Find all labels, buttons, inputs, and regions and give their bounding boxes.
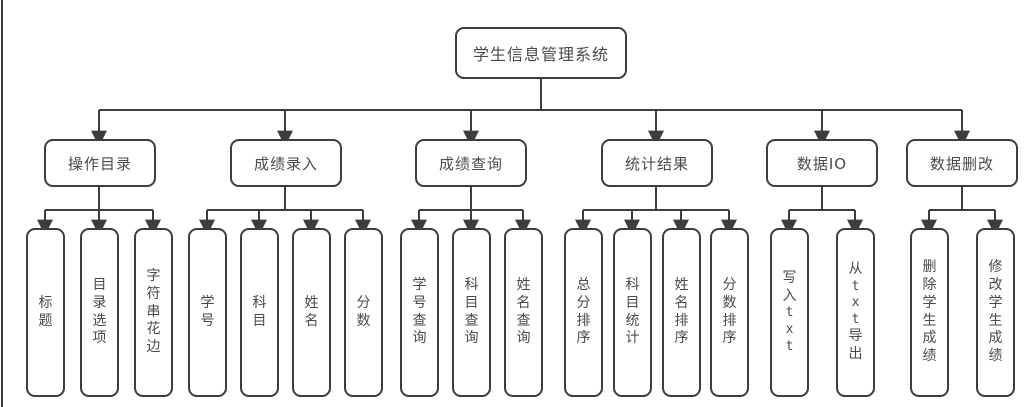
node-leaf-menu-options[interactable]: 目录选项: [80, 228, 119, 397]
vertical-text: 标题: [38, 294, 53, 329]
vertical-text: 科目: [252, 294, 267, 329]
node-leaf-subject[interactable]: 科目: [240, 228, 279, 397]
vertical-text: 姓名排序: [674, 276, 689, 347]
vertical-text: 科目查询: [464, 276, 479, 347]
vertical-text: 删除学生成绩: [922, 258, 937, 365]
node-branch-data-edit[interactable]: 数据删改: [906, 139, 1018, 187]
vertical-text: 姓名查询: [516, 276, 531, 347]
node-branch-score-entry[interactable]: 成绩录入: [230, 139, 342, 187]
vertical-text: 科目统计: [625, 276, 640, 347]
node-branch-label: 操作目录: [67, 154, 132, 173]
node-leaf-delete-score[interactable]: 删除学生成绩: [910, 228, 949, 397]
node-leaf-title[interactable]: 标题: [26, 228, 65, 397]
node-branch-label: 成绩录入: [253, 154, 318, 173]
node-leaf-name-sort[interactable]: 姓名排序: [662, 228, 701, 397]
vertical-text: 分数: [356, 294, 371, 329]
node-leaf-modify-score[interactable]: 修改学生成绩: [976, 228, 1015, 397]
node-leaf-total-sort[interactable]: 总分排序: [564, 228, 603, 397]
node-root[interactable]: 学生信息管理系统: [455, 27, 627, 79]
node-leaf-score-sort[interactable]: 分数排序: [710, 228, 749, 397]
node-branch-score-query[interactable]: 成绩查询: [415, 139, 527, 187]
vertical-text: 姓名: [304, 294, 319, 329]
node-leaf-string-decoration[interactable]: 字符串花边: [134, 228, 173, 397]
node-branch-label: 数据删改: [929, 154, 994, 173]
vertical-text: 学号: [200, 294, 215, 329]
vertical-text: 目录选项: [92, 276, 107, 347]
node-branch-label: 数据IO: [796, 154, 848, 173]
vertical-text: 总分排序: [576, 276, 591, 347]
vertical-text: 分数排序: [722, 276, 737, 347]
vertical-text: 修改学生成绩: [988, 258, 1003, 365]
vertical-text: 学号查询: [412, 276, 427, 347]
node-leaf-student-id[interactable]: 学号: [188, 228, 227, 397]
node-branch-operation-menu[interactable]: 操作目录: [44, 139, 156, 187]
node-leaf-query-by-subject[interactable]: 科目查询: [452, 228, 491, 397]
page-edge-artifact: [1, 0, 3, 407]
node-leaf-name[interactable]: 姓名: [292, 228, 331, 397]
node-branch-data-io[interactable]: 数据IO: [766, 139, 878, 187]
node-branch-statistics[interactable]: 统计结果: [601, 139, 713, 187]
node-leaf-query-by-id[interactable]: 学号查询: [400, 228, 439, 397]
vertical-text: 字符串花边: [146, 267, 161, 356]
node-branch-label: 成绩查询: [438, 154, 503, 173]
node-leaf-query-by-name[interactable]: 姓名查询: [504, 228, 543, 397]
node-leaf-score[interactable]: 分数: [344, 228, 383, 397]
node-root-label: 学生信息管理系统: [472, 45, 609, 64]
node-branch-label: 统计结果: [624, 154, 689, 173]
node-leaf-subject-stats[interactable]: 科目统计: [613, 228, 652, 397]
